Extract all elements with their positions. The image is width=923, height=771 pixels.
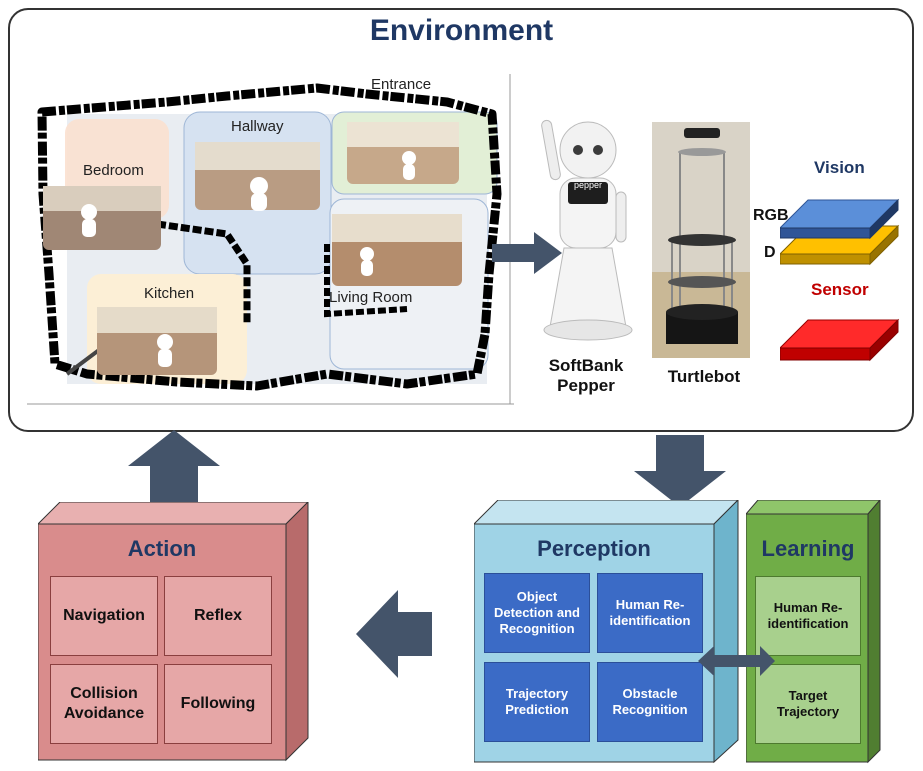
learning-title: Learning xyxy=(761,536,855,561)
map-to-robot-arrow xyxy=(492,232,562,274)
environment-to-perception-arrow xyxy=(634,435,726,507)
learning-target-trajectory: Target Trajectory xyxy=(755,664,861,744)
room-label-living-room: Living Room xyxy=(329,289,413,306)
action-reflex: Reflex xyxy=(164,576,272,656)
perception-title: Perception xyxy=(537,536,651,561)
perception-object-detection: Object Detection and Recognition xyxy=(484,573,590,653)
pepper-label: SoftBank Pepper xyxy=(540,356,632,396)
action-collision-avoidance: Collision Avoidance xyxy=(50,664,158,744)
perception-obstacle-recognition: Obstacle Recognition xyxy=(597,662,703,742)
room-label-bedroom: Bedroom xyxy=(83,162,144,179)
pepper-label-line1: SoftBank xyxy=(548,356,624,375)
sensor-label: Sensor xyxy=(811,280,869,299)
pepper-screen-text: pepper xyxy=(573,180,603,190)
action-navigation: Navigation xyxy=(50,576,158,656)
action-following: Following xyxy=(164,664,272,744)
perception-to-action-arrow xyxy=(356,590,432,678)
turtlebot-label: Turtlebot xyxy=(667,367,741,386)
action-title: Action xyxy=(127,536,197,561)
pepper-robot-image xyxy=(541,119,633,341)
room-label-hallway: Hallway xyxy=(231,118,284,135)
environment-map: Entrance Hallway Bedroom Kitchen Living … xyxy=(27,74,514,414)
pepper-label-line2: Pepper xyxy=(557,376,615,395)
sensor-block xyxy=(780,318,900,362)
learning-human-reid: Human Re-identification xyxy=(755,576,861,656)
depth-label: D xyxy=(764,244,776,261)
environment-title: Environment xyxy=(369,14,554,47)
rgb-label: RGB xyxy=(753,207,789,224)
room-label-entrance: Entrance xyxy=(371,76,432,93)
map-drawing xyxy=(27,74,514,405)
turtlebot-image xyxy=(652,122,750,358)
perception-learning-double-arrow xyxy=(698,646,775,676)
perception-trajectory-prediction: Trajectory Prediction xyxy=(484,662,590,742)
vision-layers xyxy=(780,198,900,266)
action-to-environment-arrow xyxy=(128,430,220,502)
room-label-kitchen: Kitchen xyxy=(144,285,195,302)
perception-human-reid: Human Re-identification xyxy=(597,573,703,653)
vision-label: Vision xyxy=(814,158,865,177)
